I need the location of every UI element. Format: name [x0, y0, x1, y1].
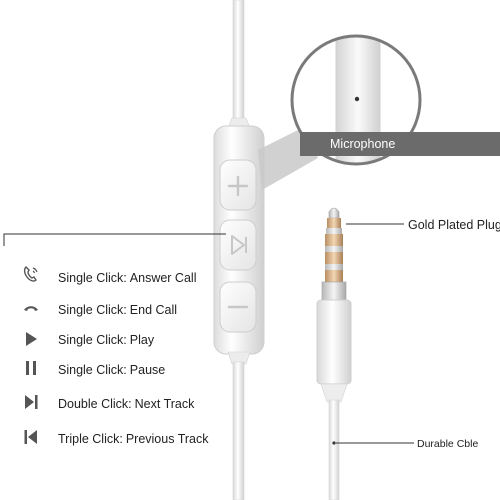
play-pause-button [219, 219, 257, 271]
end-call-icon [22, 299, 40, 317]
function-end-call: Single Click:End Call [58, 303, 178, 317]
lower-cable [232, 361, 245, 500]
plus-icon [227, 175, 249, 197]
remote-callout-line [3, 233, 226, 246]
play-pause-icon [231, 235, 245, 255]
inline-remote [213, 117, 265, 365]
function-pause: Single Click:Pause [58, 363, 166, 377]
pause-icon [22, 359, 40, 377]
function-answer-call: Single Click:Answer Call [58, 271, 197, 285]
previous-track-icon [22, 428, 40, 446]
upper-cable [232, 0, 245, 125]
durable-cable-label: Durable Cble [417, 438, 479, 450]
function-next-track: Double Click:Next Track [58, 397, 195, 411]
function-previous-track: Triple Click:Previous Track [58, 432, 209, 446]
audio-jack [316, 207, 352, 500]
function-play: Single Click:Play [58, 333, 155, 347]
answer-call-icon [22, 265, 40, 283]
play-icon [22, 330, 40, 348]
microphone-label: Microphone [300, 132, 500, 156]
gold-plated-plug-label: Gold Plated Plug [408, 218, 500, 232]
next-track-icon [22, 393, 40, 411]
